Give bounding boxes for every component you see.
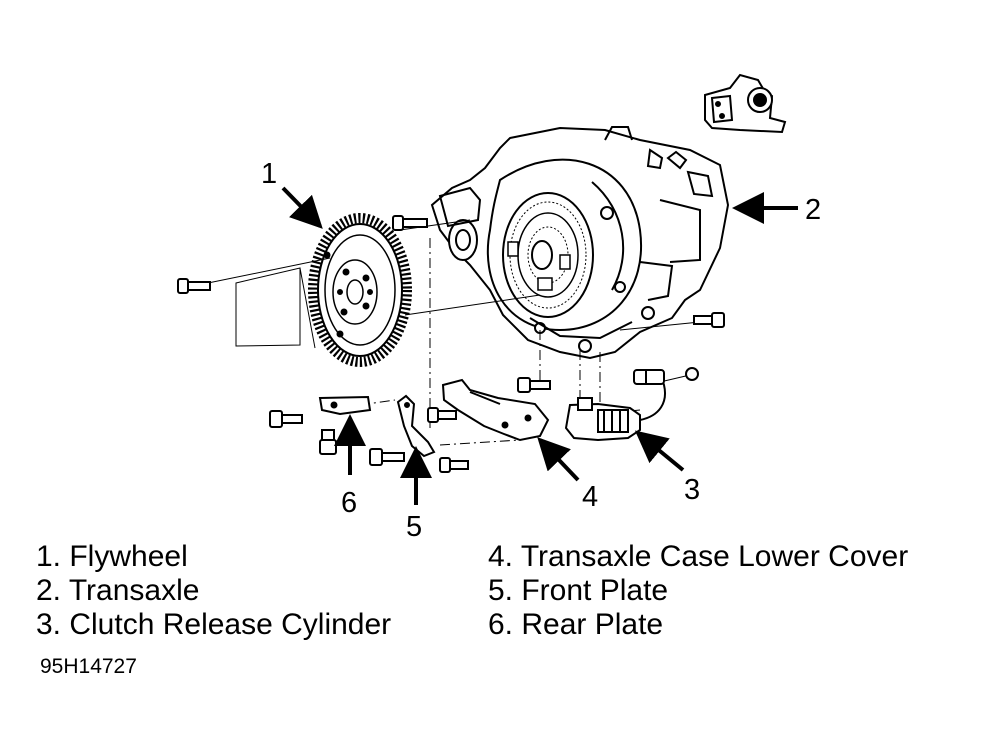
clutch-assembly [502, 192, 594, 318]
plate-nut [319, 429, 337, 455]
legend-item-flywheel: 1. Flywheel [36, 540, 188, 573]
alignment-lines [207, 219, 701, 446]
arrow-1 [281, 186, 323, 229]
front-plate [396, 394, 436, 458]
legend-item-lower-cover: 4. Transaxle Case Lower Cover [488, 540, 909, 573]
legend-item-rear-plate: 6. Rear Plate [488, 608, 664, 641]
engine-mount [704, 73, 787, 134]
callout-arrows [281, 186, 798, 505]
lower-cover [441, 378, 550, 442]
plate-bolt-bottom [439, 457, 469, 473]
rear-plate [318, 395, 372, 416]
flywheel-bolt [177, 278, 211, 294]
plate-bolt-lower [369, 448, 405, 466]
figure-id: 95H14727 [40, 655, 137, 678]
cylinder-nut [685, 367, 699, 381]
legend-right: 4. Transaxle Case Lower Cover 5. Front P… [488, 540, 908, 642]
callout-1: 1 [261, 158, 277, 190]
callout-2: 2 [805, 194, 821, 226]
arrow-4 [537, 437, 580, 482]
clutch-release-cylinder [564, 369, 666, 442]
housing-bolt-right [693, 312, 725, 328]
callout-4: 4 [582, 481, 598, 513]
bolts [177, 215, 725, 473]
housing-bolt-upper [392, 215, 428, 231]
callout-3: 3 [684, 474, 700, 506]
legend-item-clutch-release-cylinder: 3. Clutch Release Cylinder [36, 608, 392, 641]
callout-5: 5 [406, 511, 422, 543]
flywheel [308, 213, 412, 367]
cover-bolt-top [517, 377, 551, 393]
legend-item-front-plate: 5. Front Plate [488, 574, 669, 607]
plate-bolt-middle [427, 407, 457, 423]
arrow-3 [634, 430, 685, 472]
plate-bolt-left [269, 410, 303, 428]
callout-6: 6 [341, 487, 357, 519]
legend-left: 1. Flywheel 2. Transaxle 3. Clutch Relea… [36, 540, 391, 642]
legend-item-transaxle: 2. Transaxle [36, 574, 200, 607]
